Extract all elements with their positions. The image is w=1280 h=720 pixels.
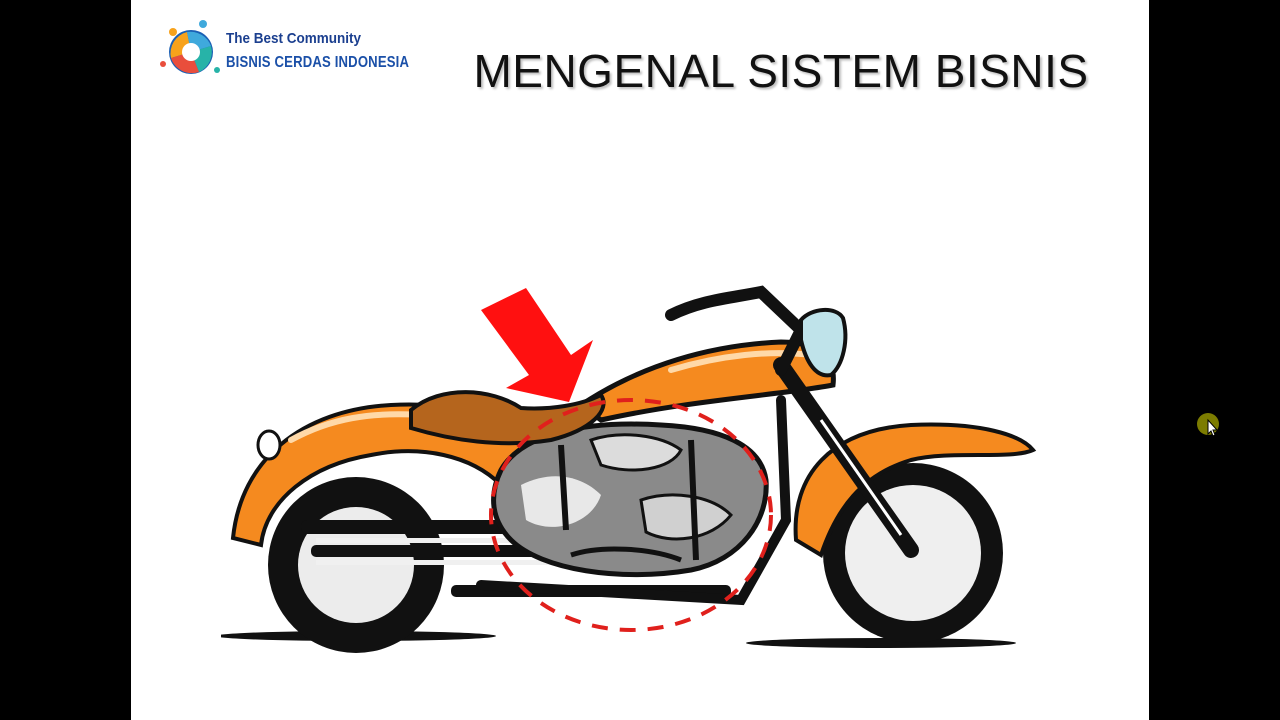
ground-shadow-front <box>746 638 1016 648</box>
tail-light-icon <box>256 429 282 461</box>
windshield-icon <box>799 308 848 378</box>
frame-icon <box>476 395 792 606</box>
slide-title: MENGENAL SISTEM BISNIS <box>473 45 1089 97</box>
mouse-cursor-icon <box>1197 413 1219 437</box>
red-arrow-icon <box>481 288 593 402</box>
company-logo: The Best Community BISNIS CERDAS INDONES… <box>159 18 409 88</box>
logo-mark-icon <box>160 20 220 74</box>
engine-icon <box>491 421 769 578</box>
motorcycle-illustration <box>221 285 1037 653</box>
handlebar-icon <box>665 285 809 376</box>
seat-icon <box>409 390 606 446</box>
presentation-slide: The Best Community BISNIS CERDAS INDONES… <box>131 0 1149 720</box>
logo-tagline: The Best Community <box>226 30 362 47</box>
logo-brand-name: BISNIS CERDAS INDONESIA <box>226 54 410 71</box>
engine-highlight-ring <box>489 398 773 632</box>
